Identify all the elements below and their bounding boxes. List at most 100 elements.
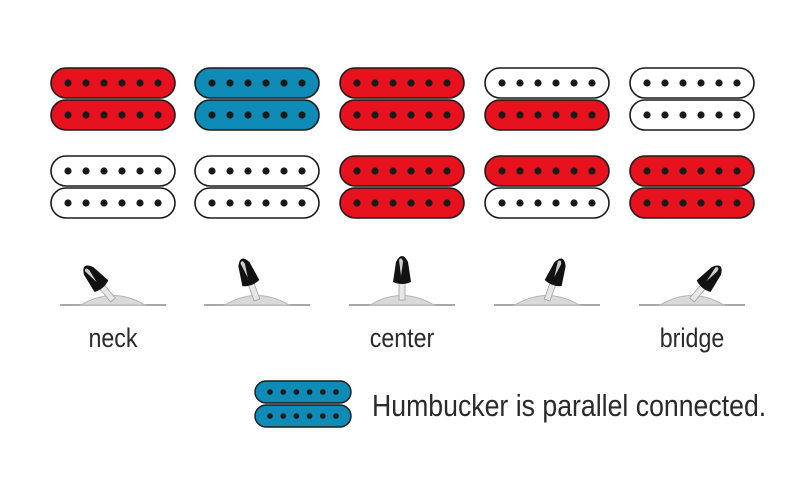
pole-piece (425, 111, 433, 119)
pole-piece (733, 79, 741, 87)
legend-coil (254, 404, 352, 428)
pole-piece (262, 167, 270, 175)
humbucker-bridge (629, 155, 755, 219)
humbucker-bridge (50, 155, 176, 219)
coil-top (194, 155, 320, 187)
coil-top (629, 155, 755, 187)
pole-piece (100, 167, 108, 175)
pole-piece (407, 199, 415, 207)
pole-piece (371, 167, 379, 175)
pole-piece (154, 79, 162, 87)
switch-lever-icon (349, 256, 455, 306)
pole-piece (733, 199, 741, 207)
pole-piece (154, 167, 162, 175)
pole-piece (118, 167, 126, 175)
pole-piece (552, 79, 560, 87)
pole-piece (679, 111, 687, 119)
pole-piece (407, 79, 415, 87)
pole-piece (82, 167, 90, 175)
pole-piece (280, 167, 288, 175)
pole-piece (100, 79, 108, 87)
pole-piece (353, 111, 361, 119)
pole-piece (226, 167, 234, 175)
pole-piece (570, 79, 578, 87)
pole-piece (498, 199, 506, 207)
position-2 (194, 67, 320, 219)
pole-piece (661, 199, 669, 207)
pole-piece (64, 111, 72, 119)
switch-lever-icon (639, 265, 745, 306)
humbucker-neck (339, 67, 465, 131)
pole-piece (353, 167, 361, 175)
pole-piece (534, 167, 542, 175)
switch-lever-icon (204, 258, 310, 306)
legend-coil (254, 380, 352, 404)
legend-text: Humbucker is parallel connected. (372, 388, 767, 423)
pole-piece (64, 79, 72, 87)
coil-top (194, 67, 320, 99)
coil-bottom (339, 187, 465, 219)
pole-piece (262, 79, 270, 87)
pole-piece (498, 167, 506, 175)
pole-piece (498, 111, 506, 119)
pole-piece (534, 79, 542, 87)
coil-bottom (50, 187, 176, 219)
humbucker-bridge (484, 155, 610, 219)
pickup-grid (50, 67, 755, 219)
pole-piece (679, 167, 687, 175)
pole-piece (425, 167, 433, 175)
pole-piece (643, 79, 651, 87)
pole-piece (697, 111, 705, 119)
pole-piece (425, 79, 433, 87)
position-1 (50, 67, 176, 219)
pole-piece (136, 111, 144, 119)
pole-piece (298, 111, 306, 119)
pole-piece (588, 199, 596, 207)
pole-piece (371, 111, 379, 119)
coil-bottom (194, 187, 320, 219)
switch-tip (238, 258, 260, 287)
coil-top (50, 67, 176, 99)
coil-top (484, 67, 610, 99)
pole-piece (407, 167, 415, 175)
position-3 (339, 67, 465, 219)
coil-top (50, 155, 176, 187)
pole-piece (280, 111, 288, 119)
position-label-center: center (369, 323, 435, 353)
pole-piece (118, 111, 126, 119)
pole-piece (280, 199, 288, 207)
pole-piece (298, 199, 306, 207)
coil-bottom (629, 187, 755, 219)
pole-piece (552, 199, 560, 207)
pole-piece (679, 79, 687, 87)
pole-piece (443, 111, 451, 119)
pole-piece (715, 111, 723, 119)
pole-piece (371, 79, 379, 87)
pole-piece (516, 111, 524, 119)
coil-bottom (629, 99, 755, 131)
pole-piece (661, 111, 669, 119)
pole-piece (534, 111, 542, 119)
pole-piece (208, 167, 216, 175)
pole-piece (661, 79, 669, 87)
pole-piece (208, 199, 216, 207)
pole-piece (570, 111, 578, 119)
pole-piece (443, 79, 451, 87)
pole-piece (262, 111, 270, 119)
pole-piece (208, 111, 216, 119)
position-label-neck: neck (88, 323, 138, 353)
coil-bottom (484, 99, 610, 131)
pole-piece (643, 199, 651, 207)
switch-tip (544, 258, 566, 287)
pole-piece (298, 167, 306, 175)
pole-piece (82, 111, 90, 119)
pole-piece (679, 199, 687, 207)
switch-lever-icon (494, 258, 600, 306)
position-label-bridge: bridge (659, 323, 725, 353)
coil-bottom (50, 99, 176, 131)
pole-piece (588, 111, 596, 119)
pole-piece (570, 199, 578, 207)
coil-top (484, 155, 610, 187)
pole-piece (661, 167, 669, 175)
